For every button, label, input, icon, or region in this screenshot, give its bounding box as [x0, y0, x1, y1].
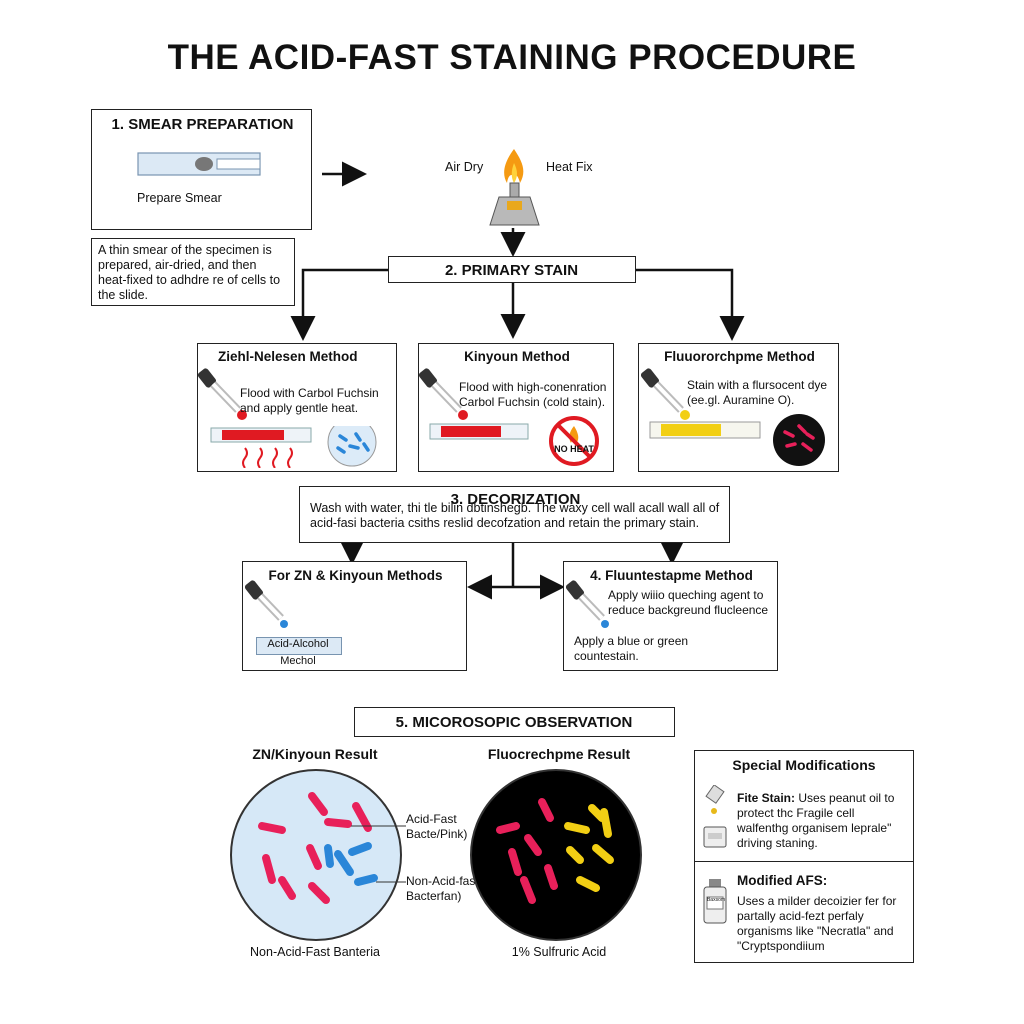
- fluorochrome-box: Fluuororchpme Method Stain with a flurso…: [638, 343, 839, 472]
- modified-afs-title: Modified AFS:: [737, 873, 828, 888]
- bunsen-burner-icon: [489, 149, 540, 226]
- special-modifications-box: Special Modifications Fite Stain: Uses p…: [694, 750, 914, 963]
- fluoro-result-title: Fluocrechpme Result: [487, 746, 631, 762]
- page-title: THE ACID-FAST STAINING PROCEDURE: [167, 38, 857, 77]
- zn-kinyoun-decolorizer-box: For ZN & Kinyoun Methods Acid-Alcohol Me…: [242, 561, 467, 671]
- prepare-smear-caption: Prepare Smear: [137, 191, 222, 205]
- fite-stain-text: Fite Stain: Uses peanut oil to protect t…: [737, 791, 907, 851]
- counterstain-text: Apply a blue or green countestain.: [574, 634, 689, 663]
- step1-heading: 1. SMEAR PREPARATION: [111, 116, 294, 133]
- fite-stain-title: Fite Stain:: [737, 791, 796, 805]
- step5-heading: 5. MICOROSOPIC OBSERVATION: [395, 714, 633, 731]
- dropper-icon: [641, 368, 690, 420]
- step3-heading: 3. DECORIZATION: [450, 491, 581, 508]
- fluoro-decolor-title: 4. Fluuntestapme Method: [590, 568, 753, 583]
- non-acid-fast-label: Non-Acid-fast Bacterfan): [406, 874, 479, 903]
- acid-fast-label: Acid-Fast Bacte/Pink): [406, 812, 468, 841]
- primary-stain-header: 2. PRIMARY STAIN: [388, 256, 636, 283]
- fite-stain-body: Uses peanut oil to protect thc Fragile c…: [737, 791, 895, 850]
- kinyoun-title: Kinyoun Method: [464, 349, 570, 364]
- fluoro-instruction: Stain with a flursocent dye (ee.gl. Aura…: [687, 378, 828, 407]
- quenching-text: Apply wiiio queching agent to reduce bac…: [608, 588, 769, 617]
- dropper-icon: [198, 368, 247, 420]
- section-divider: [695, 861, 913, 862]
- acid-alcohol-sub: Mechol: [280, 655, 316, 667]
- observation-header: 5. MICOROSOPIC OBSERVATION: [354, 707, 675, 737]
- zn-kinyoun-decolor-title: For ZN & Kinyoun Methods: [268, 568, 443, 583]
- yellow-stained-slide-icon: [649, 414, 825, 466]
- zn-result-micrograph: [230, 769, 406, 941]
- dropper-icon: [419, 368, 468, 420]
- kinyoun-instruction: Flood with high-conenration Carbol Fuchs…: [459, 380, 607, 409]
- smear-note-text: A thin smear of the specimen is prepared…: [98, 243, 281, 302]
- zn-result-title: ZN/Kinyoun Result: [252, 746, 378, 762]
- acid-alcohol-label: Acid-Alcohol: [267, 638, 329, 650]
- zn-title: Ziehl-Nelesen Method: [218, 349, 358, 364]
- smear-note-box: A thin smear of the specimen is prepared…: [91, 238, 295, 306]
- zn-result-caption: Non-Acid-Fast Banteria: [250, 945, 380, 959]
- smear-preparation-box: 1. SMEAR PREPARATION Prepare Smear: [91, 109, 312, 230]
- red-stained-slide-icon: [210, 426, 377, 468]
- zn-instruction: Flood with Carbol Fuchsin and apply gent…: [240, 386, 379, 415]
- heat-fix-label: Heat Fix: [546, 160, 593, 174]
- decolorization-box: 3. DECORIZATION Wash with water, thi tle…: [299, 486, 730, 543]
- no-heat-icon: [549, 416, 599, 466]
- dropper-icon: [566, 580, 609, 628]
- step2-heading: 2. PRIMARY STAIN: [444, 262, 579, 279]
- red-stained-slide-icon: [429, 423, 529, 440]
- bottle-label: Baxsom: [706, 897, 726, 903]
- oil-dropper-icon: [703, 785, 727, 848]
- air-dry-label: Air Dry: [445, 160, 484, 174]
- modified-afs-text: Uses a milder decoizier fer for partally…: [737, 894, 897, 953]
- no-heat-badge: NO HEAT: [554, 444, 594, 454]
- reagent-bottle-icon: [703, 879, 727, 924]
- special-heading: Special Modifications: [732, 757, 876, 773]
- ziehl-neelsen-box: Ziehl-Nelesen Method Flood with Carbol F…: [197, 343, 397, 472]
- fluoro-decolorizer-box: 4. Fluuntestapme Method Apply wiiio quec…: [563, 561, 778, 671]
- fluoro-result-caption: 1% Sulfruric Acid: [511, 945, 607, 959]
- dropper-icon: [245, 580, 288, 628]
- fluoro-title: Fluuororchpme Method: [664, 349, 815, 364]
- fluoro-result-micrograph: [470, 769, 642, 941]
- acid-alcohol-slide: [256, 637, 342, 655]
- slide-with-smear-icon: [137, 152, 261, 176]
- kinyoun-box: Kinyoun Method Flood with high-conenrati…: [418, 343, 614, 472]
- step3-text: Wash with water, thi tle bilin dbtinsheg…: [310, 501, 720, 530]
